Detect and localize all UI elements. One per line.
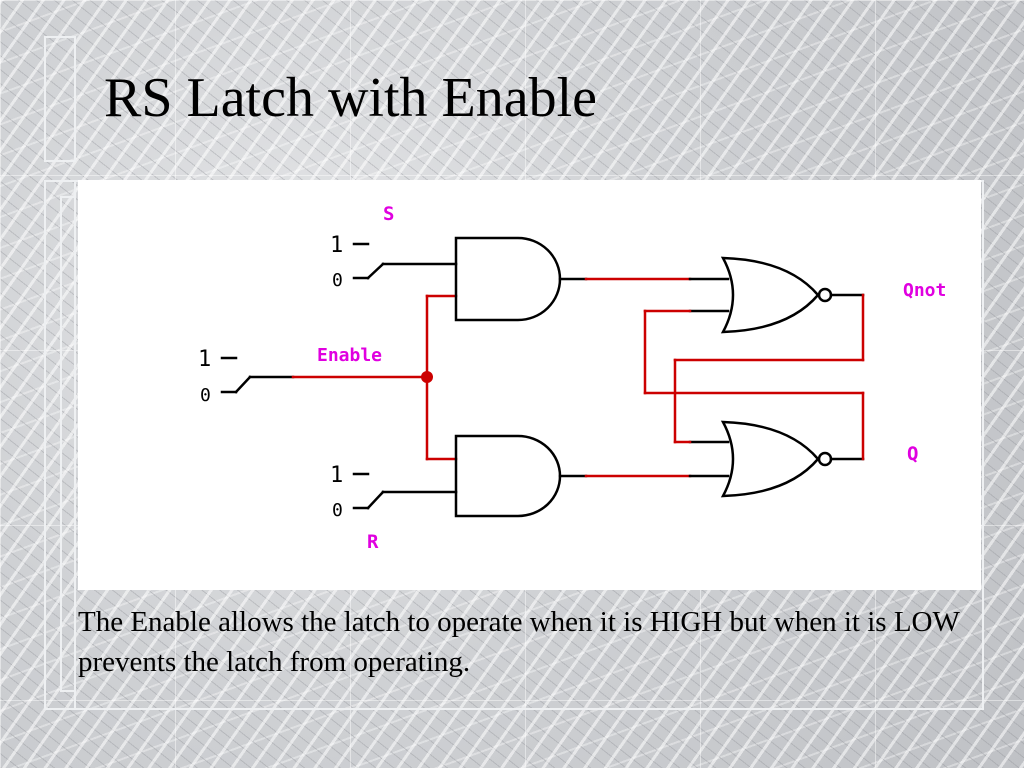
qnot-label: Qnot	[903, 280, 946, 301]
enable-switch-lever	[234, 375, 252, 394]
r-low-label: 0	[332, 500, 343, 521]
diagram-panel: 1 0 1 0 1 0 S R Enable Qnot Q	[78, 180, 981, 590]
slide-title: RS Latch with Enable	[104, 67, 598, 129]
s-label: S	[383, 203, 394, 225]
enable-label: Enable	[317, 345, 382, 366]
and-gate-bottom	[454, 434, 562, 518]
feedback-wiring	[643, 293, 865, 461]
r-switch	[352, 472, 458, 510]
r-switch-lever	[366, 490, 385, 510]
rs-latch-diagram: 1 0 1 0 1 0 S R Enable Qnot Q	[198, 203, 946, 553]
s-high-label: 1	[330, 233, 343, 258]
nor-top-bubble	[817, 287, 833, 303]
enable-switch	[220, 356, 295, 394]
r-label: R	[367, 531, 379, 553]
frame-bar-inner	[60, 196, 76, 692]
s-low-label: 0	[332, 270, 343, 291]
q-label: Q	[907, 443, 918, 465]
nor-gate-bottom	[720, 420, 820, 498]
enable-junction-dot	[421, 371, 433, 383]
s-switch	[352, 242, 458, 280]
nor-bottom-bubble	[817, 451, 833, 467]
r-high-label: 1	[330, 463, 343, 488]
enable-low-label: 0	[200, 385, 211, 406]
and-gate-top	[454, 236, 562, 322]
s-switch-lever	[366, 262, 385, 280]
nor-gate-top	[720, 256, 820, 334]
slide-caption: The Enable allows the latch to operate w…	[78, 606, 960, 678]
enable-high-label: 1	[198, 347, 211, 372]
frame-bar-top	[44, 36, 76, 162]
